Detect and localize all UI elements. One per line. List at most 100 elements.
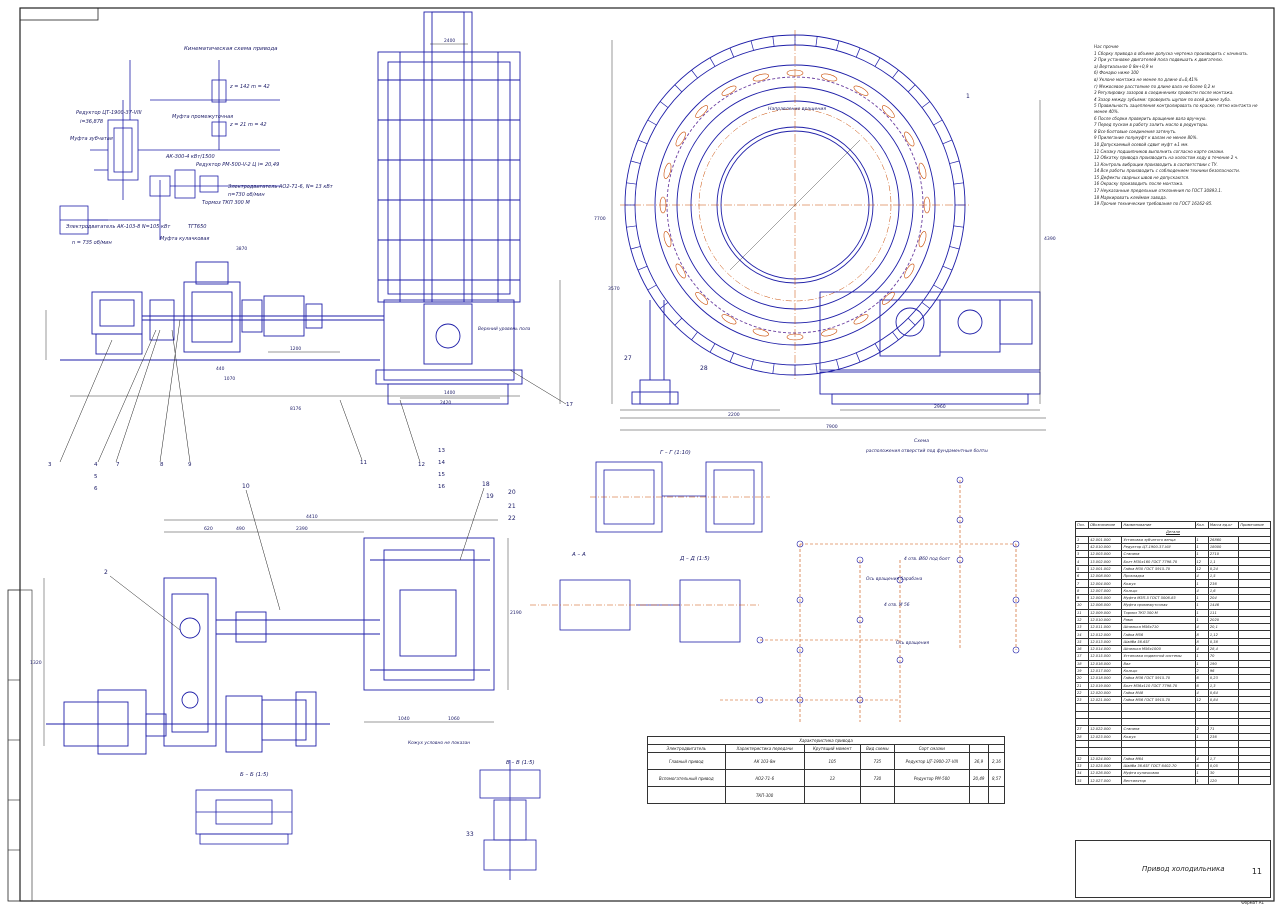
spec-cell [1238,550,1271,559]
svg-text:13: 13 [438,448,445,454]
kin-header-cell: Характеристика передачи [724,744,805,753]
spec-cell: 1446 [1207,601,1240,610]
spec-cell: 30 [1207,769,1240,778]
spec-cell: 12.005.000 [1088,593,1123,603]
kin-cell [803,786,861,804]
drum-slot [853,85,869,96]
kin-cell [987,786,1006,804]
spec-header-cell: Примечание [1238,520,1271,530]
note-line: а) Вертиальное 0 8м+0,9 м [1094,63,1153,69]
svg-text:Муфта кулачковая: Муфта кулачковая [160,236,209,242]
spec-cell: 12.013.000 [1088,637,1123,647]
corner-label-box [19,7,99,21]
plan-view [46,537,495,755]
foundation-hole [856,556,864,564]
spec-cell: Станина [1121,550,1196,559]
foundation-hole [756,636,764,644]
spec-cell: 9 [1074,593,1090,603]
svg-text:расположения отверстий под фун: расположения отверстий под фундаментные … [865,448,988,454]
spec-cell: Кожух [1121,732,1196,741]
drum-tooth [647,284,657,291]
spec-cell [1238,725,1271,734]
foundation-labels: 4 отв. Ø60 под болт 4 отв. М 56 Ось вращ… [866,555,950,646]
svg-text:22: 22 [508,515,516,522]
drum-tooth [836,359,840,370]
spec-cell: 4 [1074,557,1090,566]
sheet-number: 11 [1251,867,1262,876]
drum-tooth [729,47,735,58]
spec-cell: 4 [1194,586,1209,595]
svg-text:ТГТ650: ТГТ650 [188,224,206,230]
spec-cell: Кольцо [1121,586,1196,595]
spec-cell: 1 [1194,659,1209,668]
drum-tooth [921,101,931,108]
drum-tooth [674,317,683,326]
foundation-hole [1012,596,1020,604]
plan-dims [43,519,509,746]
spec-cell: 20,1 [1207,623,1240,632]
spec-cell [1207,717,1240,727]
spec-cell: 4 [1194,645,1209,654]
spec-cell: Кожух [1121,579,1196,588]
spec-cell: 1,7 [1207,754,1240,763]
spec-cell: 12.006.000 [1088,601,1123,610]
svg-text:i=36,878: i=36,878 [80,119,103,125]
note-line: г) Межосевое расстояние по длине вала не… [1094,83,1215,89]
drum-slot [695,291,709,305]
note-line: 18 Маркировать клеймом завода. [1094,194,1167,200]
spec-cell: 10 [1074,601,1090,610]
spec-cell [1074,710,1090,720]
kinematic-title: Кинематическая схема привода [184,46,278,52]
spec-cell [1238,608,1271,617]
svg-text:3570: 3570 [608,286,620,292]
spec-cell [1074,717,1090,727]
drum-tooth [691,69,698,79]
spec-cell: 12.014.000 [1088,645,1123,654]
spec-cell [1074,739,1090,749]
table-row [1074,747,1271,756]
kin-header-cell: Вид схемы [859,744,896,753]
spec-cell: 12 [1194,557,1209,566]
spec-cell: 0,38 [1207,637,1240,647]
drum-slot [904,131,915,147]
spec-cell [1238,703,1271,712]
drum-rim-teeth [625,35,965,375]
spec-cell: 12.026.000 [1088,769,1123,778]
spec-cell [1074,703,1090,712]
spec-cell [1238,769,1271,778]
spec-cell: 27 [1074,725,1090,734]
svg-text:28: 28 [700,365,708,372]
svg-text:11: 11 [360,460,367,466]
kin-header-cell [987,744,1006,753]
spec-cell: 12.003.000 [1088,550,1123,559]
spec-cell: 1,5 [1207,572,1240,581]
svg-text:20: 20 [508,489,516,496]
spec-cell [1238,732,1271,741]
spec-cell: 1 [1194,535,1209,544]
spec-cell: 18000 [1207,542,1240,552]
svg-text:5: 5 [94,474,98,480]
spec-header-cell: Масса ед.кг [1207,520,1240,530]
kin-cell: 13 [803,769,861,787]
drum-tooth [674,84,683,93]
drum-tooth [647,119,657,126]
spec-header-cell: Кол. [1194,520,1209,530]
kin-cell: 36,9 [968,752,989,770]
spec-cell [1238,586,1271,595]
drum-slot [675,131,686,147]
drum-tooth [772,36,775,47]
spec-cell [1194,747,1209,756]
spec-header-cell: Поз. [1074,520,1090,530]
spec-cell: Рама [1121,615,1196,625]
table-row [1074,717,1271,727]
spec-cell [1121,703,1196,712]
svg-text:А – А: А – А [571,552,586,558]
svg-text:4 отв. М 56: 4 отв. М 56 [884,602,910,608]
